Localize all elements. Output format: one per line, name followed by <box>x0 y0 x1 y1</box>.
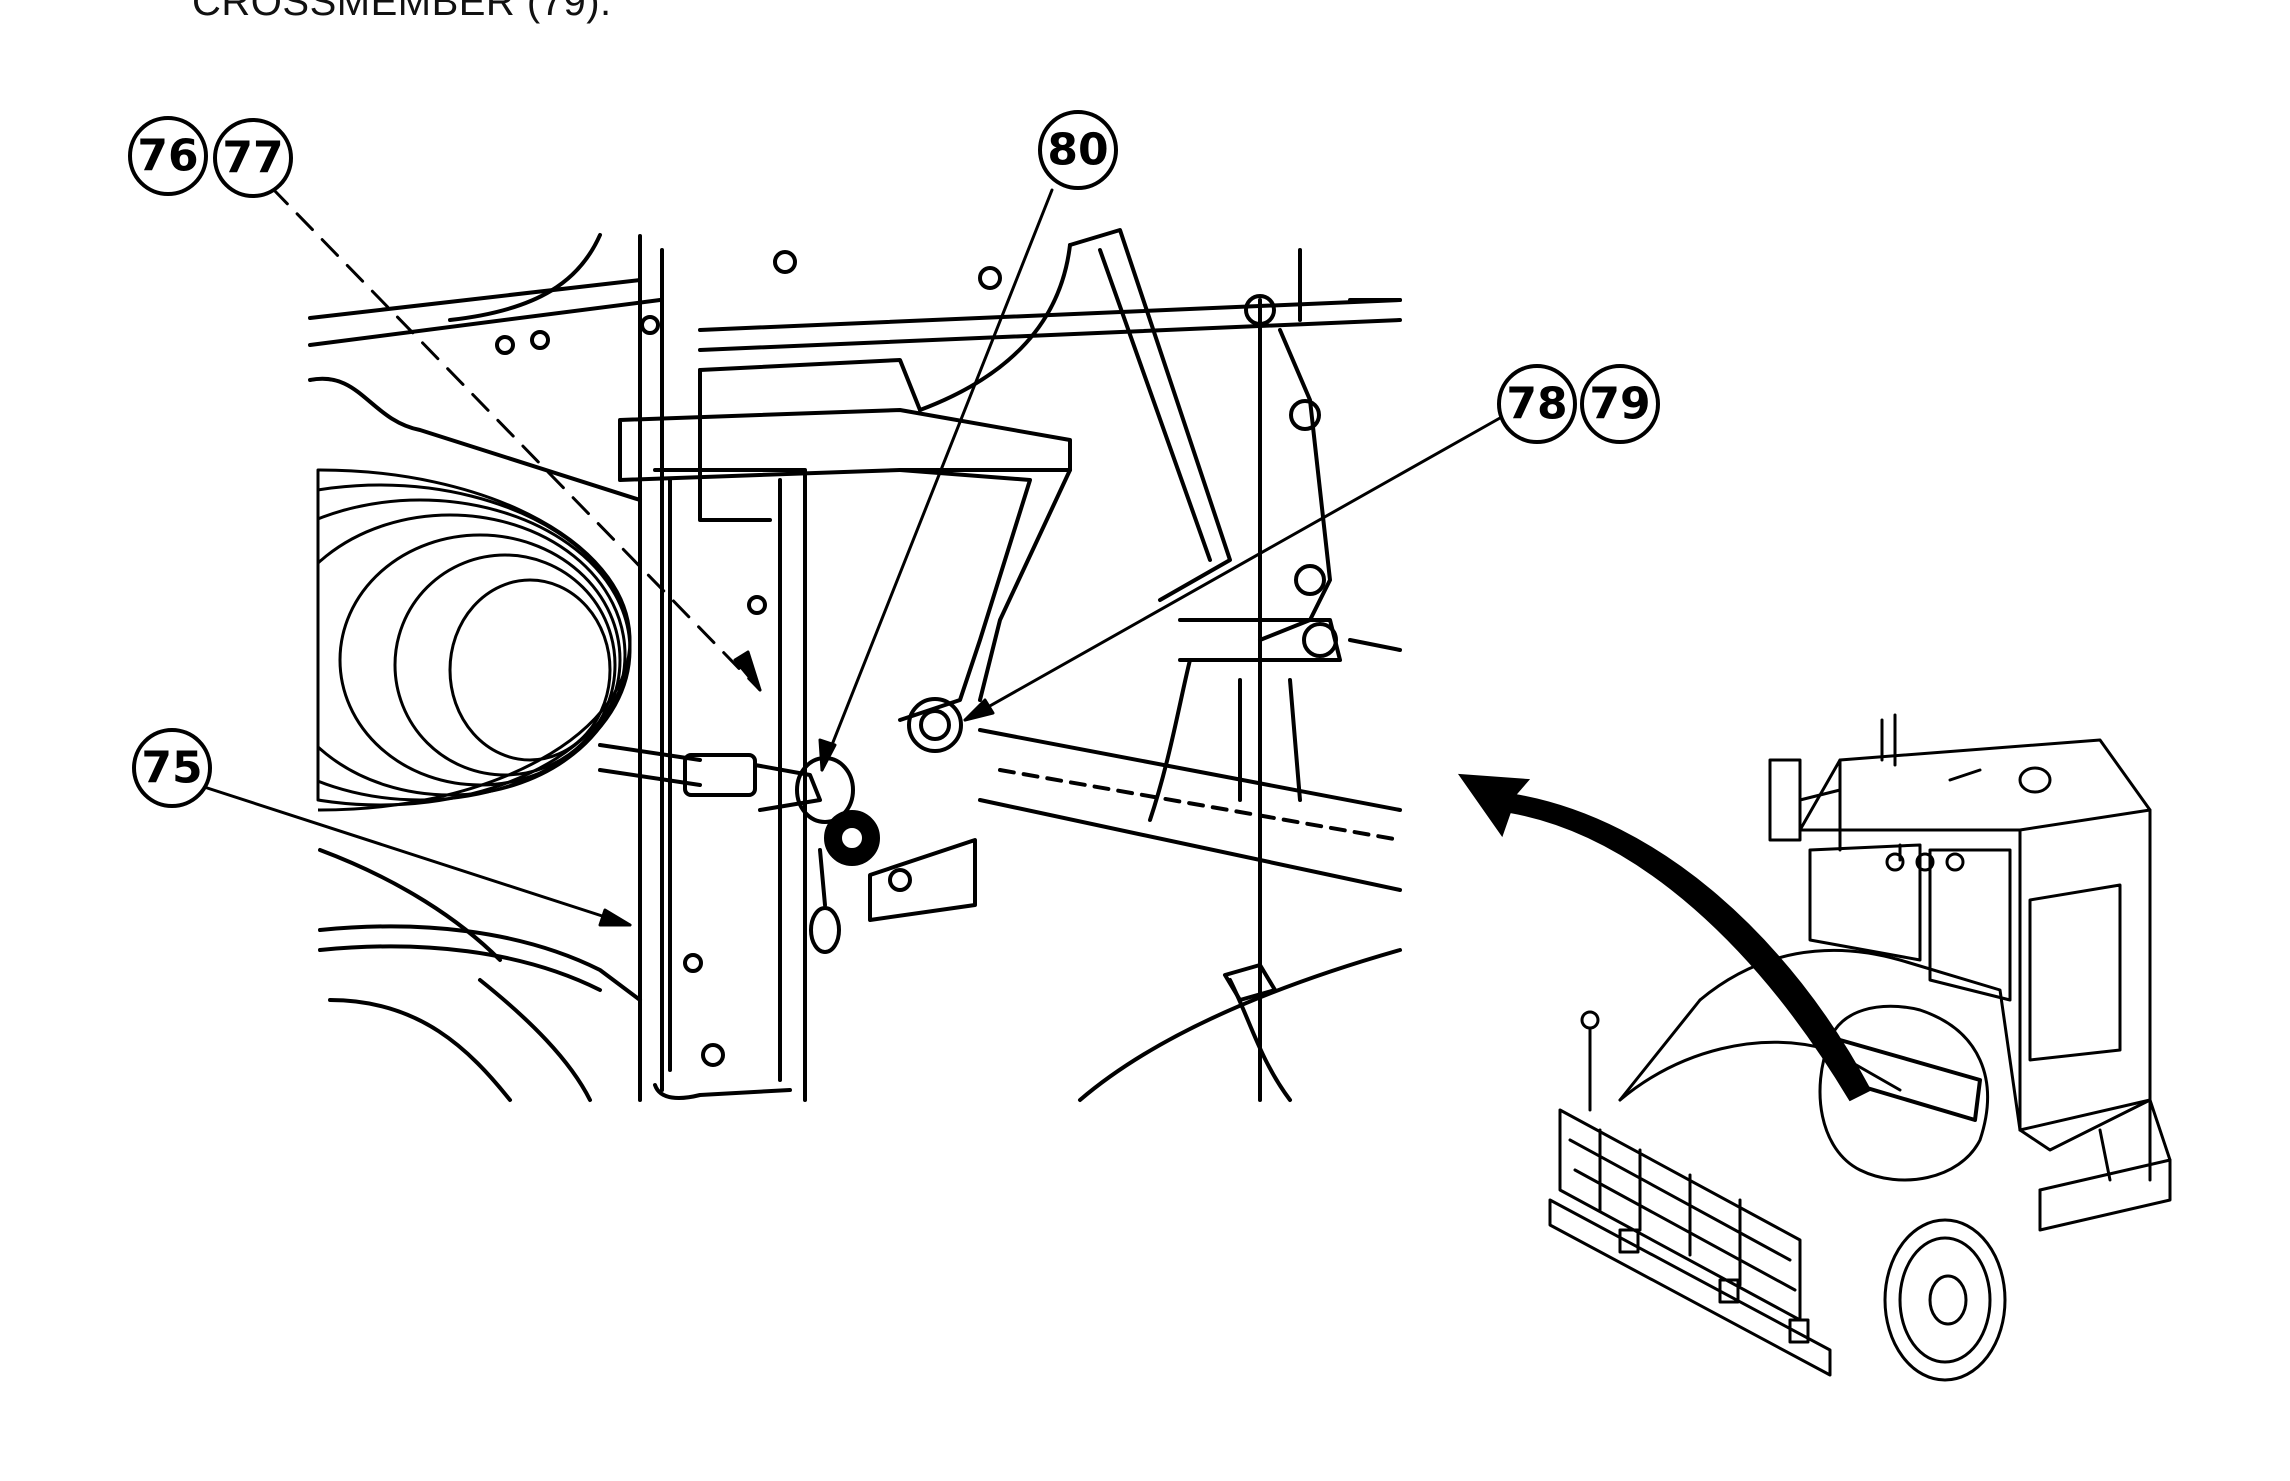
svg-text:78: 78 <box>1506 379 1567 430</box>
leader-78-79 <box>963 416 1502 722</box>
svg-text:79: 79 <box>1589 379 1650 430</box>
callout-80: 80 <box>1038 110 1118 190</box>
leader-76-77 <box>270 186 762 692</box>
leader-lines <box>196 186 1502 927</box>
caption-fragment: CROSSMEMBER (79). <box>192 0 612 24</box>
callout-77: 77 <box>213 118 293 198</box>
callout-79: 79 <box>1580 364 1660 444</box>
leader-75 <box>196 783 632 927</box>
svg-text:75: 75 <box>141 743 202 794</box>
callout-76: 76 <box>128 116 208 196</box>
svg-text:80: 80 <box>1047 125 1108 176</box>
callout-78: 78 <box>1497 364 1577 444</box>
callout-75: 75 <box>132 728 212 808</box>
detail-illustration <box>308 228 1402 1102</box>
cable-and-clamp <box>598 697 977 954</box>
coiled-hose <box>0 400 632 960</box>
svg-text:77: 77 <box>222 133 283 184</box>
svg-text:76: 76 <box>137 131 198 182</box>
locator-arrow <box>1457 773 1872 1102</box>
truck-locator-illustration <box>1548 713 2172 1382</box>
leader-80 <box>820 188 1054 772</box>
